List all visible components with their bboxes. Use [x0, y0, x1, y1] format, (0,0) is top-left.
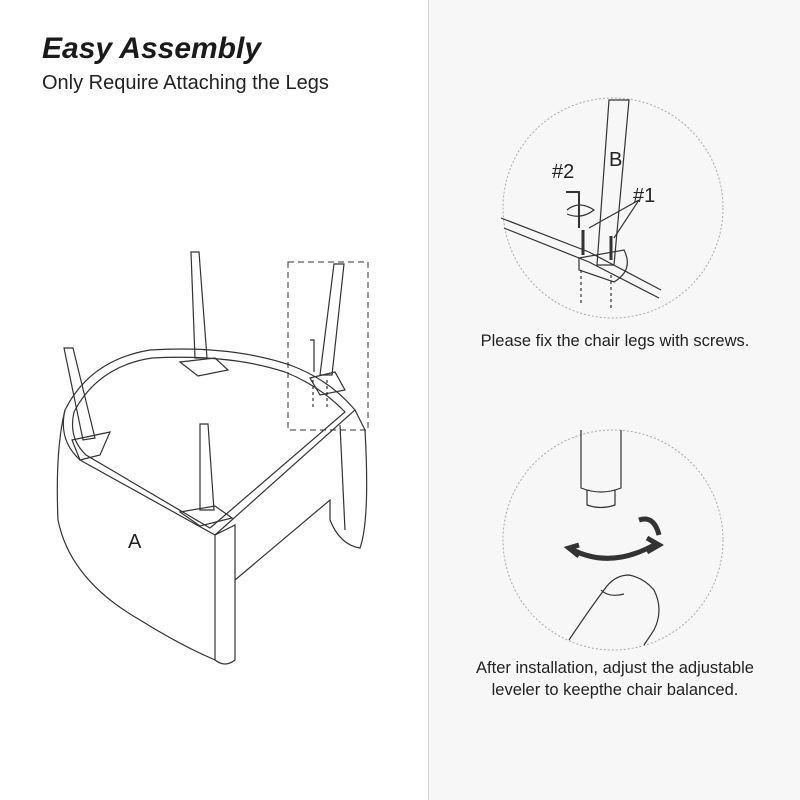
step-1-caption: Please fix the chair legs with screws. — [480, 332, 750, 350]
seat-edge — [214, 524, 236, 665]
leg-3 — [178, 423, 234, 527]
detail-callout-box — [287, 261, 369, 431]
seat-inner — [71, 356, 346, 529]
step-1-circle — [502, 97, 724, 319]
page-title: Easy Assembly — [42, 32, 262, 65]
chair-underside-illustration: A — [56, 251, 369, 665]
leveler-detail — [563, 430, 664, 646]
leg-b — [596, 99, 630, 266]
rotate-arrow-icon — [566, 204, 596, 217]
part-b-label: B — [609, 149, 622, 171]
screw-label: #1 — [633, 185, 655, 207]
part-a-label: A — [128, 531, 142, 553]
seat-front — [56, 409, 216, 661]
hand-icon — [568, 574, 660, 646]
step-2-caption-line1: After installation, adjust the adjustabl… — [476, 659, 754, 677]
leg-4 — [309, 263, 346, 396]
screw-detail: #2 B #1 — [500, 99, 662, 310]
step-2-caption-line2: leveler to keepthe chair balanced. — [491, 681, 739, 699]
page-subtitle: Only Require Attaching the Legs — [42, 72, 329, 94]
left-panel: Easy Assembly Only Require Attaching the… — [42, 32, 369, 665]
leg-2 — [178, 251, 230, 377]
seat-back — [234, 409, 368, 581]
hex-key-icon — [310, 339, 315, 372]
step-2-circle — [502, 429, 724, 651]
instruction-illustrations: #2 B #1 — [500, 97, 724, 651]
leg-1 — [63, 347, 112, 461]
right-panel: #2 B #1 Please fix the chair legs with s… — [428, 0, 800, 800]
hex-key-label: #2 — [552, 161, 574, 183]
seat-top — [62, 348, 356, 536]
